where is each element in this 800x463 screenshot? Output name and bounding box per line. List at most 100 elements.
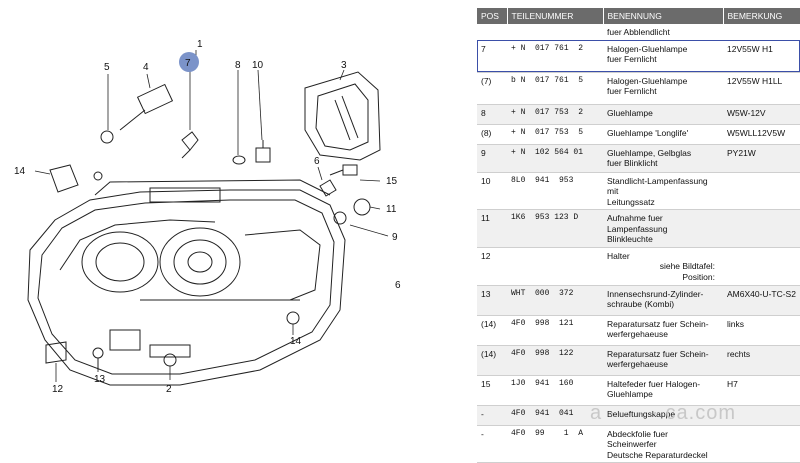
header-pos[interactable]: POS <box>477 8 508 24</box>
callout-14-left: 14 <box>14 166 26 177</box>
cell-benennung: Haltefeder fuer Halogen-Gluehlampe <box>603 375 723 406</box>
cell-pos: (14) <box>477 315 507 346</box>
cell-teilenummer: 1J0 941 160 <box>507 375 603 406</box>
callout-9: 9 <box>392 232 398 243</box>
cell-bemerkung <box>723 172 800 210</box>
callout-4: 4 <box>143 62 149 73</box>
cell-benennung: fuer Abblendlicht <box>603 24 723 41</box>
cell-bemerkung: PY21W <box>723 144 800 173</box>
part-name-line2: werfergehaeuse <box>607 359 668 369</box>
cell-bemerkung <box>723 425 800 463</box>
cell-bemerkung: H7 <box>723 375 800 406</box>
part-name-line1: Gluehlampe <box>607 107 653 118</box>
part-number: WHT 000 372 <box>511 288 574 298</box>
cell-pos <box>477 24 507 41</box>
cell-teilenummer: WHT 000 372 <box>507 285 603 316</box>
header-bemerkung[interactable]: BEMERKUNG <box>723 8 800 24</box>
table-row[interactable]: fuer Abblendlicht <box>477 24 800 41</box>
part-name-line2: werfergehaeuse <box>607 329 668 339</box>
part-name-line2: fuer Fernlicht <box>607 54 657 64</box>
cell-teilenummer: + N 017 753 2 <box>507 104 603 125</box>
part-name-line2: Gluehlampe <box>607 389 653 399</box>
part-number: 1J0 941 160 <box>511 378 574 388</box>
cell-teilenummer <box>507 247 603 286</box>
exploded-parts-diagram: 1 2 3 4 5 6 7 8 9 10 11 12 13 14 14 15 6 <box>14 39 401 395</box>
parts-table-header: POS TEILENUMMER BENENNUNG BEMERKUNG <box>477 8 800 24</box>
cell-pos: 13 <box>477 285 507 316</box>
part-flag: b N <box>511 75 526 85</box>
cell-pos: - <box>477 405 507 426</box>
cell-teilenummer: + N 102 564 01 <box>507 144 603 173</box>
cell-benennung: Gluehlampe 'Longlife' <box>603 124 723 145</box>
parts-list: POS TEILENUMMER BENENNUNG BEMERKUNG fuer… <box>477 8 800 463</box>
cell-pos: (14) <box>477 345 507 376</box>
part-name-line1: Halogen-Gluehlampe <box>607 43 688 54</box>
cell-teilenummer: + N 017 761 2 <box>507 40 603 73</box>
callout-14-bottom: 14 <box>290 336 302 347</box>
reference-label: siehe Bildtafel: <box>659 261 715 271</box>
part-number: 4F0 99 1 A <box>511 428 584 438</box>
part-name-line1: Gluehlampe, Gelbglas <box>607 147 692 158</box>
part-flag: + N <box>511 127 526 137</box>
callout-13: 13 <box>94 374 106 385</box>
part-flag: + N <box>511 147 526 157</box>
callout-5: 5 <box>104 62 110 73</box>
cell-teilenummer: 4F0 998 121 <box>507 315 603 346</box>
cell-bemerkung <box>723 209 800 248</box>
table-row[interactable]: 13 WHT 000 372 Innensechsrund-Zylinder-sch… <box>477 285 800 316</box>
table-row[interactable]: -4F0 941 041 Belueftungskappe <box>477 405 800 426</box>
cell-benennung: Innensechsrund-Zylinder-schraube (Kombi) <box>603 285 723 316</box>
small-parts <box>45 71 381 370</box>
part-number: 017 761 2 <box>525 43 584 53</box>
cell-bemerkung <box>723 247 800 286</box>
position-label: Position: <box>682 271 715 282</box>
callout-12: 12 <box>52 384 64 395</box>
part-name-line1: Haltefeder fuer Halogen- <box>607 378 701 389</box>
cell-bemerkung <box>723 405 800 426</box>
part-name-line2: Leitungssatz <box>607 196 655 207</box>
cell-pos: 9 <box>477 144 507 173</box>
cell-teilenummer: 8L0 941 953 <box>507 172 603 210</box>
part-number: 017 761 5 <box>525 75 584 85</box>
part-flag: + N <box>511 43 526 53</box>
cell-teilenummer: + N 017 753 5 <box>507 124 603 145</box>
cell-teilenummer <box>507 24 603 41</box>
watermark: a · · · · ca.com <box>590 402 737 424</box>
part-name-line2: Deutsche Reparaturdeckel <box>607 449 708 460</box>
cell-pos: 8 <box>477 104 507 125</box>
cell-benennung: Reparatursatz fuer Schein-werfergehaeuse <box>603 345 723 376</box>
cell-bemerkung: links <box>723 315 800 346</box>
cell-pos: (8) <box>477 124 507 145</box>
cell-bemerkung: 12V55W H1 <box>723 40 800 73</box>
cell-benennung: Belueftungskappe <box>603 405 723 426</box>
part-name-line2: Blinkleuchte <box>607 234 653 244</box>
cell-bemerkung <box>723 24 800 41</box>
callout-labels: 1 2 3 4 5 6 7 8 9 10 11 12 13 14 14 15 6 <box>14 39 401 395</box>
part-number: 4F0 941 041 <box>511 408 574 418</box>
part-name-line1: Halter <box>607 250 630 261</box>
header-benennung[interactable]: BENENNUNG <box>603 8 724 24</box>
part-number: 017 753 5 <box>525 127 584 137</box>
part-name-line1: Belueftungskappe <box>607 408 676 419</box>
cell-bemerkung: rechts <box>723 345 800 376</box>
callout-7-highlight[interactable] <box>179 52 199 72</box>
callout-15: 15 <box>386 176 398 187</box>
part-name-line1: Aufnahme fuer Lampenfassung <box>607 213 668 234</box>
header-teilenummer[interactable]: TEILENUMMER <box>507 8 604 24</box>
